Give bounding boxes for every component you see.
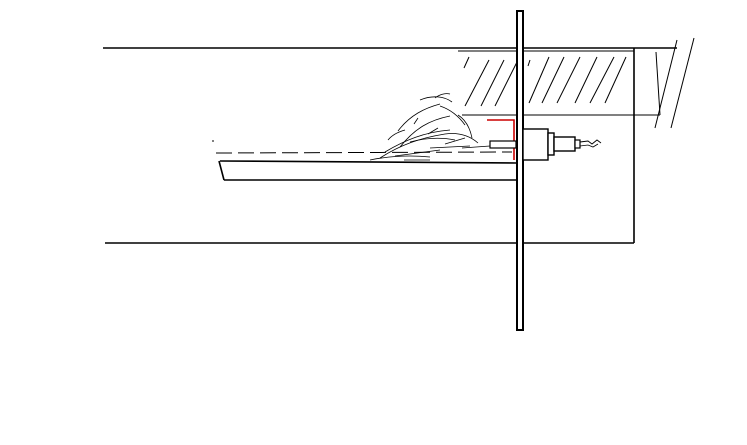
cable-squiggle [579,139,602,145]
cable-squiggle-lower [579,143,599,148]
vertical-plate [516,10,524,331]
connector-collar [547,132,555,156]
inner-rod [489,140,517,149]
connector-body [522,128,549,161]
flow-sketch-marks [369,93,491,161]
ground-hatching [654,37,695,129]
connector-assembly [522,128,602,161]
connector-shaft [553,136,576,152]
connector-tip [574,139,581,149]
wall-hatching [463,56,627,107]
red-bracket-marker [487,119,515,160]
horizontal-rod [218,160,518,181]
center-dashed-line [215,151,513,154]
